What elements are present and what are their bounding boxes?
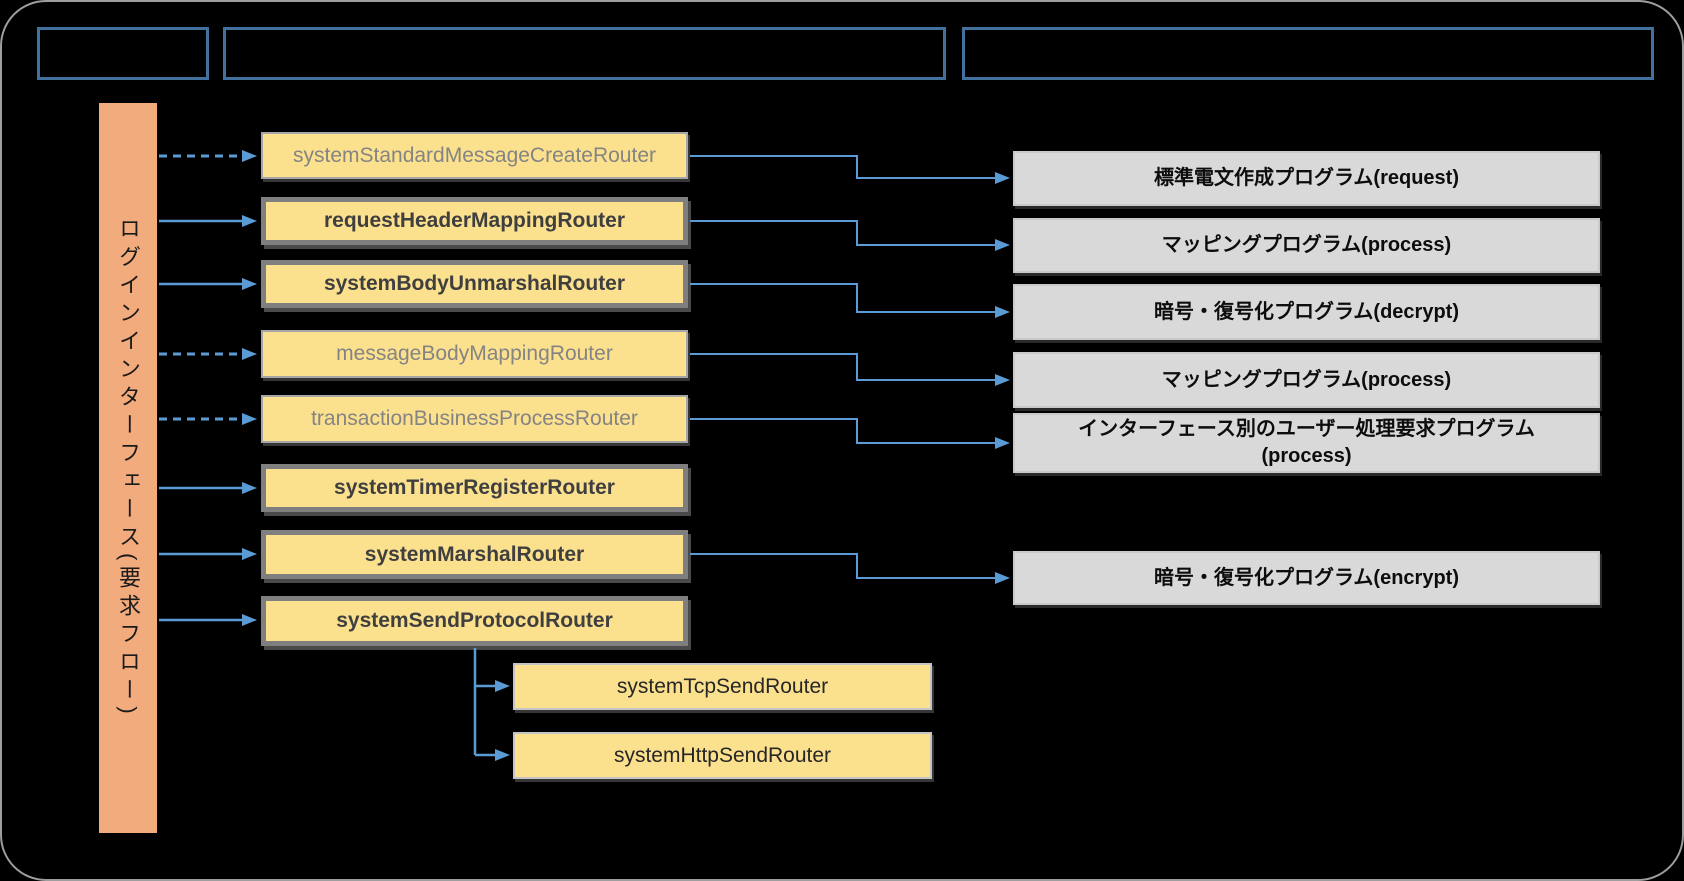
router-label: requestHeaderMappingRouter	[323, 209, 626, 232]
router-systemMarshalRouter: systemMarshalRouter	[261, 530, 688, 579]
router-transactionBusinessProcessRouter: transactionBusinessProcessRouter	[261, 395, 688, 443]
header-box-middle	[223, 27, 946, 80]
program-user-process-request: インターフェース別のユーザー処理要求プログラム (process)	[1013, 413, 1600, 473]
router-messageBodyMappingRouter: messageBodyMappingRouter	[261, 330, 688, 378]
router-label: systemTcpSendRouter	[616, 674, 829, 698]
router-systemTimerRegisterRouter: systemTimerRegisterRouter	[261, 464, 688, 512]
router-label: systemStandardMessageCreateRouter	[292, 143, 656, 167]
router-label: systemBodyUnmarshalRouter	[323, 272, 626, 295]
router-label: systemMarshalRouter	[364, 542, 585, 566]
connector-transactionBusinessProcess-to-program	[690, 418, 1010, 449]
router-systemTcpSendRouter: systemTcpSendRouter	[513, 663, 932, 710]
program-label: インターフェース別のユーザー処理要求プログラム (process)	[1078, 418, 1535, 467]
program-crypto-encrypt: 暗号・復号化プログラム(encrypt)	[1013, 551, 1600, 605]
router-label: systemTimerRegisterRouter	[334, 476, 615, 499]
program-label: マッピングプログラム(process)	[1161, 368, 1452, 391]
connector-standardMessageCreate-to-program	[690, 155, 1010, 184]
program-label: 標準電文作成プログラム(request)	[1154, 167, 1459, 189]
router-systemHttpSendRouter: systemHttpSendRouter	[513, 732, 932, 779]
connector-systemMarshal-to-program	[690, 553, 1010, 584]
router-systemStandardMessageCreateRouter: systemStandardMessageCreateRouter	[261, 132, 688, 179]
program-crypto-decrypt: 暗号・復号化プログラム(decrypt)	[1013, 284, 1600, 340]
router-label: transactionBusinessProcessRouter	[311, 407, 638, 430]
router-label: systemHttpSendRouter	[613, 743, 832, 767]
connector-systemBodyUnmarshal-to-program	[690, 283, 1010, 318]
router-requestHeaderMappingRouter: requestHeaderMappingRouter	[261, 197, 688, 245]
router-systemBodyUnmarshalRouter: systemBodyUnmarshalRouter	[261, 260, 688, 308]
login-interface-lane-label: ログインインターフェース(要求フロー)	[116, 216, 141, 720]
router-label: messageBodyMappingRouter	[336, 342, 613, 365]
program-standard-message-create: 標準電文作成プログラム(request)	[1013, 151, 1600, 206]
program-mapping-process-1: マッピングプログラム(process)	[1013, 218, 1600, 273]
program-label: 暗号・復号化プログラム(encrypt)	[1154, 566, 1459, 589]
program-label: 暗号・復号化プログラム(decrypt)	[1154, 300, 1459, 323]
router-label: systemSendProtocolRouter	[336, 609, 613, 632]
login-interface-lane: ログインインターフェース(要求フロー)	[99, 103, 157, 833]
connector-requestHeaderMapping-to-program	[690, 220, 1010, 251]
router-systemSendProtocolRouter: systemSendProtocolRouter	[261, 596, 688, 646]
header-box-left	[37, 27, 209, 80]
program-mapping-process-2: マッピングプログラム(process)	[1013, 352, 1600, 408]
program-label: マッピングプログラム(process)	[1161, 234, 1452, 256]
header-box-right	[962, 27, 1654, 80]
connector-messageBodyMapping-to-program	[690, 353, 1010, 386]
